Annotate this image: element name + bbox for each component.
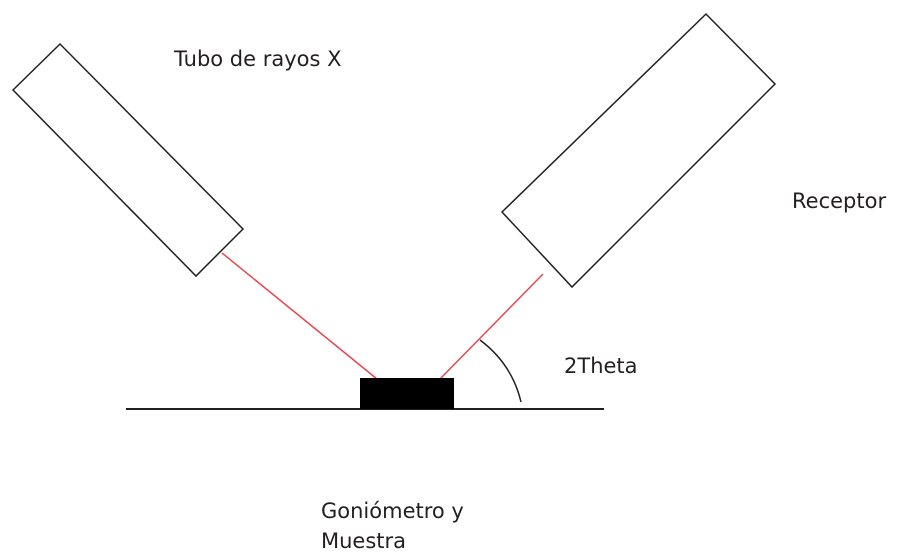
incident-beam [221, 252, 378, 380]
diffracted-beam [439, 273, 544, 380]
sample-block [360, 378, 454, 409]
tube-label: Tubo de rayos X [173, 47, 342, 71]
angle-label: 2Theta [564, 354, 638, 378]
receptor-label: Receptor [792, 189, 886, 213]
goniometer-label-line1: Goniómetro y [321, 499, 464, 523]
receptor-box [500, 12, 777, 289]
angle-arc [479, 339, 522, 403]
xray-tube-box [11, 42, 245, 278]
goniometer-label-line2: Muestra [321, 529, 406, 553]
